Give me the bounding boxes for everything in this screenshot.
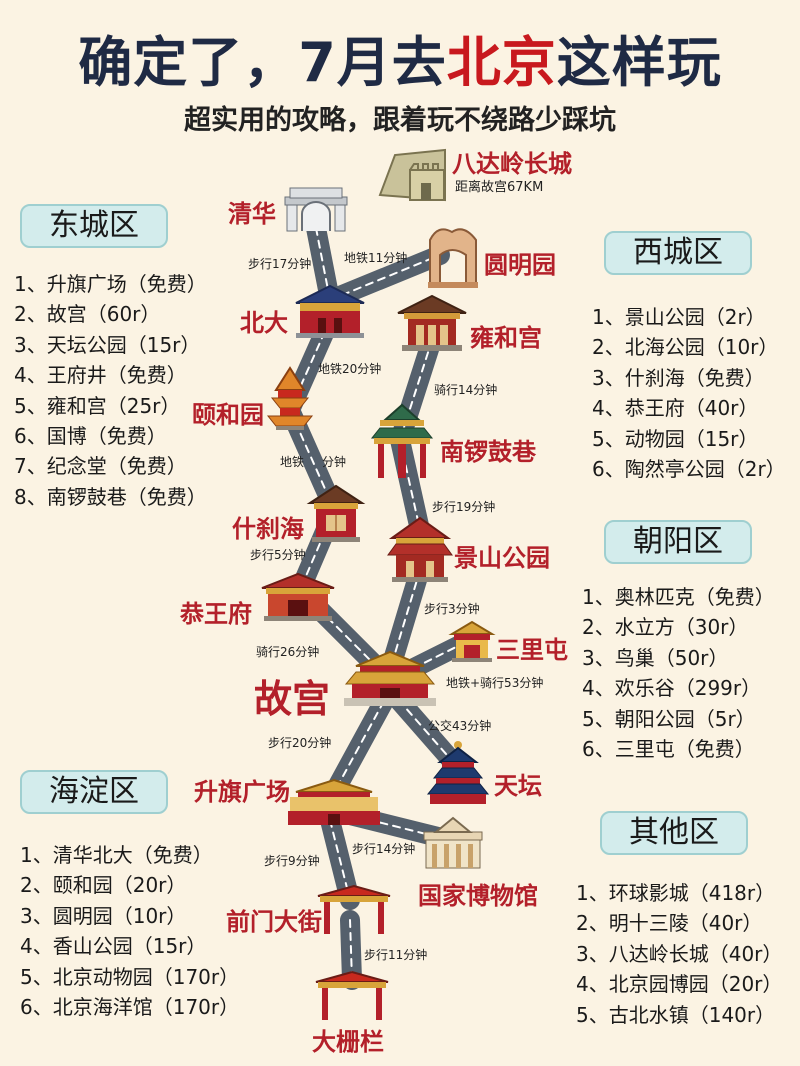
segment-label: 地铁 bbox=[280, 455, 305, 469]
segment-label: 步行5分钟 bbox=[250, 548, 306, 562]
list-item: 5、动物园（15r） bbox=[592, 426, 759, 451]
list-item: 4、恭王府（40r） bbox=[592, 396, 759, 421]
dongcheng-list: 1、升旗广场（免费） 2、故宫（60r） 3、天坛公园（15r） 4、王府井（免… bbox=[14, 269, 207, 512]
title-prefix: 确定了，7月去 bbox=[78, 31, 447, 94]
yonghegong-icon bbox=[397, 294, 467, 351]
segment-label: 步行9分钟 bbox=[264, 854, 320, 868]
tiantan-temple-icon bbox=[426, 741, 490, 804]
yuanmingyuan-ruins-icon bbox=[428, 228, 478, 288]
place-beida: 北大 bbox=[240, 309, 288, 337]
shichahai-building-icon bbox=[306, 484, 366, 542]
segment-label: 步行14分钟 bbox=[352, 842, 416, 856]
list-item: 6、陶然亭公园（2r） bbox=[592, 456, 786, 481]
list-item: 5、雍和宫（25r） bbox=[14, 393, 181, 418]
place-yuanmingyuan: 圆明园 bbox=[484, 251, 556, 279]
list-item: 3、天坛公园（15r） bbox=[14, 332, 201, 357]
list-item: 1、奥林匹克（免费） bbox=[582, 585, 775, 609]
place-yiheyuan: 颐和园 bbox=[192, 401, 264, 429]
place-sanlitun: 三里屯 bbox=[496, 636, 568, 664]
jingshan-pavilion-icon bbox=[387, 516, 453, 582]
gugong-palace-icon bbox=[344, 650, 436, 706]
segment-label: 骑行14分钟 bbox=[434, 383, 498, 397]
list-item: 6、三里屯（免费） bbox=[582, 736, 755, 761]
place-badaling: 八达岭长城 bbox=[452, 150, 572, 178]
list-item: 4、王府井（免费） bbox=[14, 363, 187, 388]
page-subtitle: 超实用的攻略，跟着玩不绕路少踩坑 bbox=[184, 105, 616, 136]
segment-label: 地铁20分钟 bbox=[318, 362, 382, 376]
place-tiantan: 天坛 bbox=[494, 772, 542, 800]
list-item: 3、圆明园（10r） bbox=[20, 903, 187, 928]
list-item: 5、北京动物园（170r） bbox=[20, 964, 240, 989]
sanlitun-gate-icon bbox=[448, 620, 496, 662]
list-item: 1、升旗广场（免费） bbox=[14, 272, 207, 296]
segment-label: 分钟 bbox=[322, 455, 347, 469]
segment-label: 步行17分钟 bbox=[248, 257, 312, 271]
segment-label: 公交43分钟 bbox=[428, 719, 492, 733]
segment-label: 地铁11分钟 bbox=[344, 251, 408, 265]
list-item: 7、纪念堂（免费） bbox=[14, 454, 187, 479]
district-haidian-header: 海淀区 bbox=[20, 770, 168, 814]
beida-building-icon bbox=[295, 284, 365, 338]
list-item: 6、国博（免费） bbox=[14, 423, 167, 448]
list-item: 5、古北水镇（140r） bbox=[576, 1002, 776, 1027]
place-qianmen: 前门大街 bbox=[226, 908, 322, 936]
list-item: 5、朝阳公园（5r） bbox=[582, 706, 756, 731]
title-suffix: 这样玩 bbox=[556, 31, 722, 94]
tiananmen-icon bbox=[288, 778, 380, 825]
national-museum-icon bbox=[423, 816, 483, 869]
segment-label: 骑行26分钟 bbox=[256, 645, 320, 659]
haidian-list: 1、清华北大（免费） 2、颐和园（20r） 3、圆明园（10r） 4、香山公园（… bbox=[20, 840, 239, 1022]
place-gugong: 故宫 bbox=[254, 677, 331, 721]
place-dashilan: 大栅栏 bbox=[312, 1028, 384, 1056]
xicheng-list: 1、景山公园（2r） 2、北海公园（10r） 3、什刹海（免费） 4、恭王府（4… bbox=[592, 302, 786, 484]
place-shichahai: 什刹海 bbox=[232, 515, 304, 543]
title-highlight: 北京 bbox=[446, 31, 557, 94]
badaling-distance-note: 距离故宫67KM bbox=[455, 180, 544, 195]
list-item: 3、什刹海（免费） bbox=[592, 365, 765, 390]
place-shengqi: 升旗广场 bbox=[194, 778, 290, 806]
list-item: 4、北京园博园（20r） bbox=[576, 972, 783, 997]
list-item: 2、故宫（60r） bbox=[14, 302, 161, 327]
district-chaoyang-header: 朝阳区 bbox=[604, 520, 752, 564]
list-item: 4、香山公园（15r） bbox=[20, 934, 207, 959]
list-item: 2、颐和园（20r） bbox=[20, 873, 187, 898]
place-yonghegong: 雍和宫 bbox=[470, 324, 542, 352]
page-title: 确定了，7月去北京这样玩 bbox=[0, 18, 800, 97]
list-item: 6、北京海洋馆（170r） bbox=[20, 994, 240, 1019]
segment-label: 步行19分钟 bbox=[432, 500, 496, 514]
list-item: 2、水立方（30r） bbox=[582, 615, 749, 640]
segment-label: 步行11分钟 bbox=[364, 948, 428, 962]
list-item: 4、欢乐谷（299r） bbox=[582, 676, 762, 701]
list-item: 2、北海公园（10r） bbox=[592, 335, 779, 360]
yiheyuan-pagoda-icon bbox=[266, 366, 314, 430]
district-xicheng-header: 西城区 bbox=[604, 231, 752, 275]
place-qinghua: 清华 bbox=[228, 200, 276, 228]
list-item: 3、八达岭长城（40r） bbox=[576, 941, 783, 966]
district-dongcheng-header: 东城区 bbox=[20, 204, 168, 248]
place-guobo: 国家博物馆 bbox=[418, 882, 538, 910]
list-item: 1、景山公园（2r） bbox=[592, 305, 766, 329]
place-nanluoguxiang: 南锣鼓巷 bbox=[440, 438, 536, 466]
chaoyang-list: 1、奥林匹克（免费） 2、水立方（30r） 3、鸟巢（50r） 4、欢乐谷（29… bbox=[582, 582, 775, 764]
qinghua-gate-icon bbox=[284, 187, 348, 232]
place-gongwangfu: 恭王府 bbox=[180, 600, 252, 628]
great-wall-icon bbox=[378, 148, 446, 202]
segment-label: 地铁+骑行53分钟 bbox=[446, 676, 544, 690]
district-other-header: 其他区 bbox=[600, 811, 748, 855]
gongwangfu-building-icon bbox=[261, 572, 335, 621]
list-item: 1、清华北大（免费） bbox=[20, 843, 213, 867]
list-item: 3、鸟巢（50r） bbox=[582, 645, 729, 670]
other-list: 1、环球影城（418r） 2、明十三陵（40r） 3、八达岭长城（40r） 4、… bbox=[576, 878, 782, 1030]
list-item: 1、环球影城（418r） bbox=[576, 881, 776, 905]
segment-label: 步行3分钟 bbox=[424, 602, 480, 616]
qianmen-arch-icon bbox=[317, 884, 391, 934]
dashilan-arch-icon bbox=[315, 970, 389, 1020]
list-item: 2、明十三陵（40r） bbox=[576, 911, 763, 936]
nanluoguxiang-gate-icon bbox=[370, 403, 434, 478]
segment-label: 步行20分钟 bbox=[268, 736, 332, 750]
place-jingshan: 景山公园 bbox=[454, 544, 550, 572]
list-item: 8、南锣鼓巷（免费） bbox=[14, 484, 207, 509]
